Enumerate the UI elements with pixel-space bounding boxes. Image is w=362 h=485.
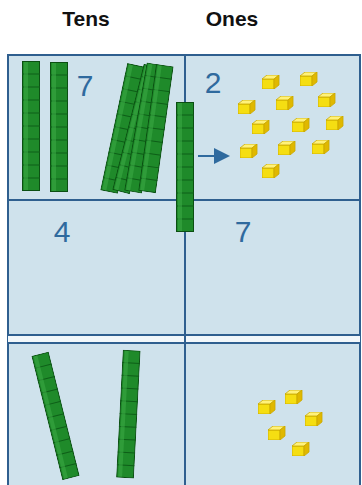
column-header: Tens [62, 8, 109, 29]
ones-cubes-bottom [258, 390, 322, 456]
tens-digit: 4 [54, 217, 71, 247]
moving-rod [176, 103, 194, 232]
column-header: Ones [206, 8, 259, 29]
tens-digit: 7 [77, 71, 94, 101]
ones-digit: 2 [205, 68, 222, 98]
tens-rods-top [22, 62, 174, 194]
ones-cubes-top [238, 72, 343, 178]
ones-digit: 7 [235, 217, 252, 247]
regroup-arrow [198, 155, 226, 157]
tens-rods-bottom [32, 350, 141, 479]
chart-grid [8, 55, 360, 485]
